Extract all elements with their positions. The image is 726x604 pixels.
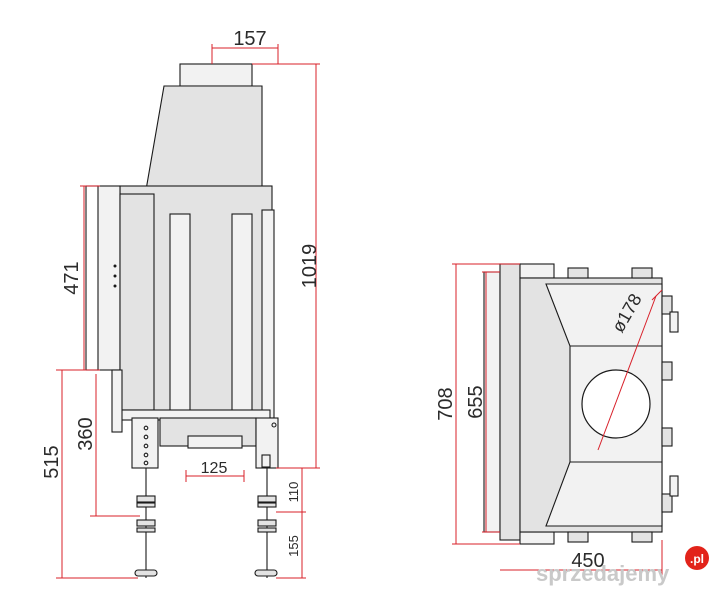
lug xyxy=(661,427,673,447)
watermark: sprzedajemy .pl xyxy=(536,546,709,586)
front-frame xyxy=(499,263,521,541)
rib-1 xyxy=(169,213,191,417)
dim-450: 450 xyxy=(571,550,604,572)
top-view: 708 655 450 ø178 xyxy=(435,263,679,576)
smoke-hood xyxy=(145,85,263,191)
dim-708: 708 xyxy=(435,387,457,420)
dim-1019: 1019 xyxy=(299,244,321,289)
dim-157: 157 xyxy=(233,28,266,50)
dim-360: 360 xyxy=(75,417,97,450)
watermark-badge xyxy=(685,546,709,570)
flue-collar xyxy=(179,63,253,87)
dim-655: 655 xyxy=(465,385,487,418)
flue-circle xyxy=(581,369,651,439)
door-glass-frame xyxy=(119,193,155,411)
lug xyxy=(661,361,673,381)
side-dimension-lines xyxy=(56,44,320,579)
left-leg-bracket xyxy=(131,417,159,469)
right-leg xyxy=(254,468,278,578)
lug xyxy=(631,267,653,279)
dim-471: 471 xyxy=(61,261,83,294)
top-lip xyxy=(519,263,555,279)
lug xyxy=(661,493,673,513)
lug xyxy=(661,295,673,315)
dim-155: 155 xyxy=(286,535,301,557)
rib-2 xyxy=(231,213,253,417)
air-inlet xyxy=(187,435,243,449)
dim-125: 125 xyxy=(201,460,228,477)
door-frame xyxy=(97,185,121,371)
dim-515: 515 xyxy=(41,445,63,478)
watermark-badge-text: .pl xyxy=(690,552,704,566)
top-dimension-lines xyxy=(452,263,663,576)
rear-panel xyxy=(261,209,275,419)
lug xyxy=(631,531,653,543)
dim-110: 110 xyxy=(286,482,301,503)
lug xyxy=(567,267,589,279)
left-leg xyxy=(134,468,158,578)
lug xyxy=(567,531,589,543)
watermark-text: sprzedajemy xyxy=(536,561,670,586)
door-hinge xyxy=(111,369,123,433)
side-view: 157 1019 471 515 360 125 110 155 xyxy=(41,28,321,579)
bottom-lip xyxy=(519,531,555,545)
